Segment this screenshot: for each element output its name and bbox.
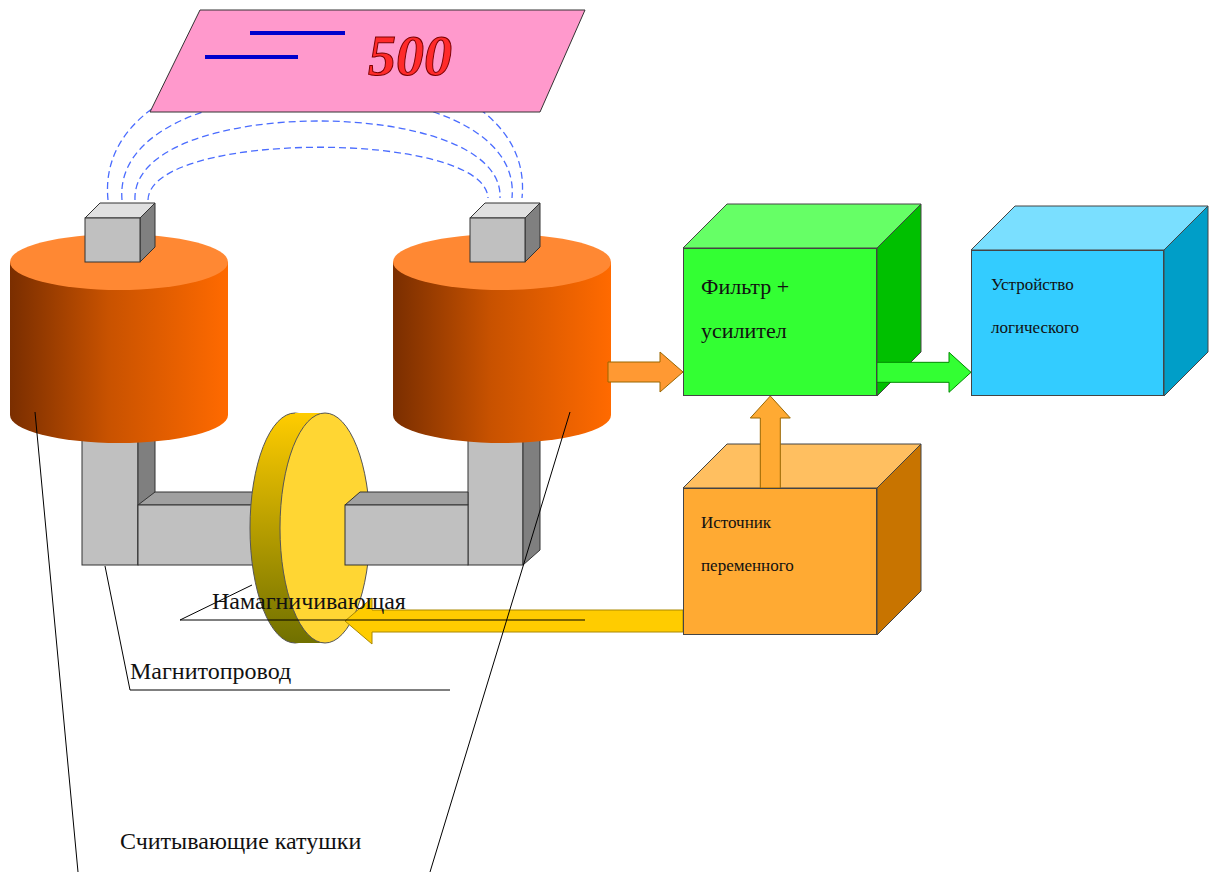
part-label: Намагничивающая (212, 588, 406, 615)
reading-coil (393, 234, 611, 443)
part-label: Магнитопровод (130, 658, 291, 685)
denomination: 500 (368, 24, 452, 88)
signal-arrow (608, 352, 683, 392)
box-text: Источник переменного (701, 501, 851, 587)
block-arrow (750, 396, 790, 488)
process-box: Источник переменного (683, 488, 877, 635)
magnetic-core (345, 492, 468, 565)
leader-lines (35, 412, 585, 872)
box-text: Устройство логического (991, 263, 1141, 349)
process-box: Устройство логического (971, 250, 1164, 396)
pole-piece (85, 203, 540, 262)
process-box: Фильтр + усилител (683, 248, 877, 396)
banknote (150, 10, 585, 112)
cube-side (877, 444, 921, 635)
box-text: Фильтр + усилител (701, 265, 851, 353)
reading-coil (10, 234, 228, 443)
block-arrow (877, 352, 971, 392)
cube-side (1164, 206, 1208, 396)
part-label: Считывающие катушки (120, 828, 361, 855)
